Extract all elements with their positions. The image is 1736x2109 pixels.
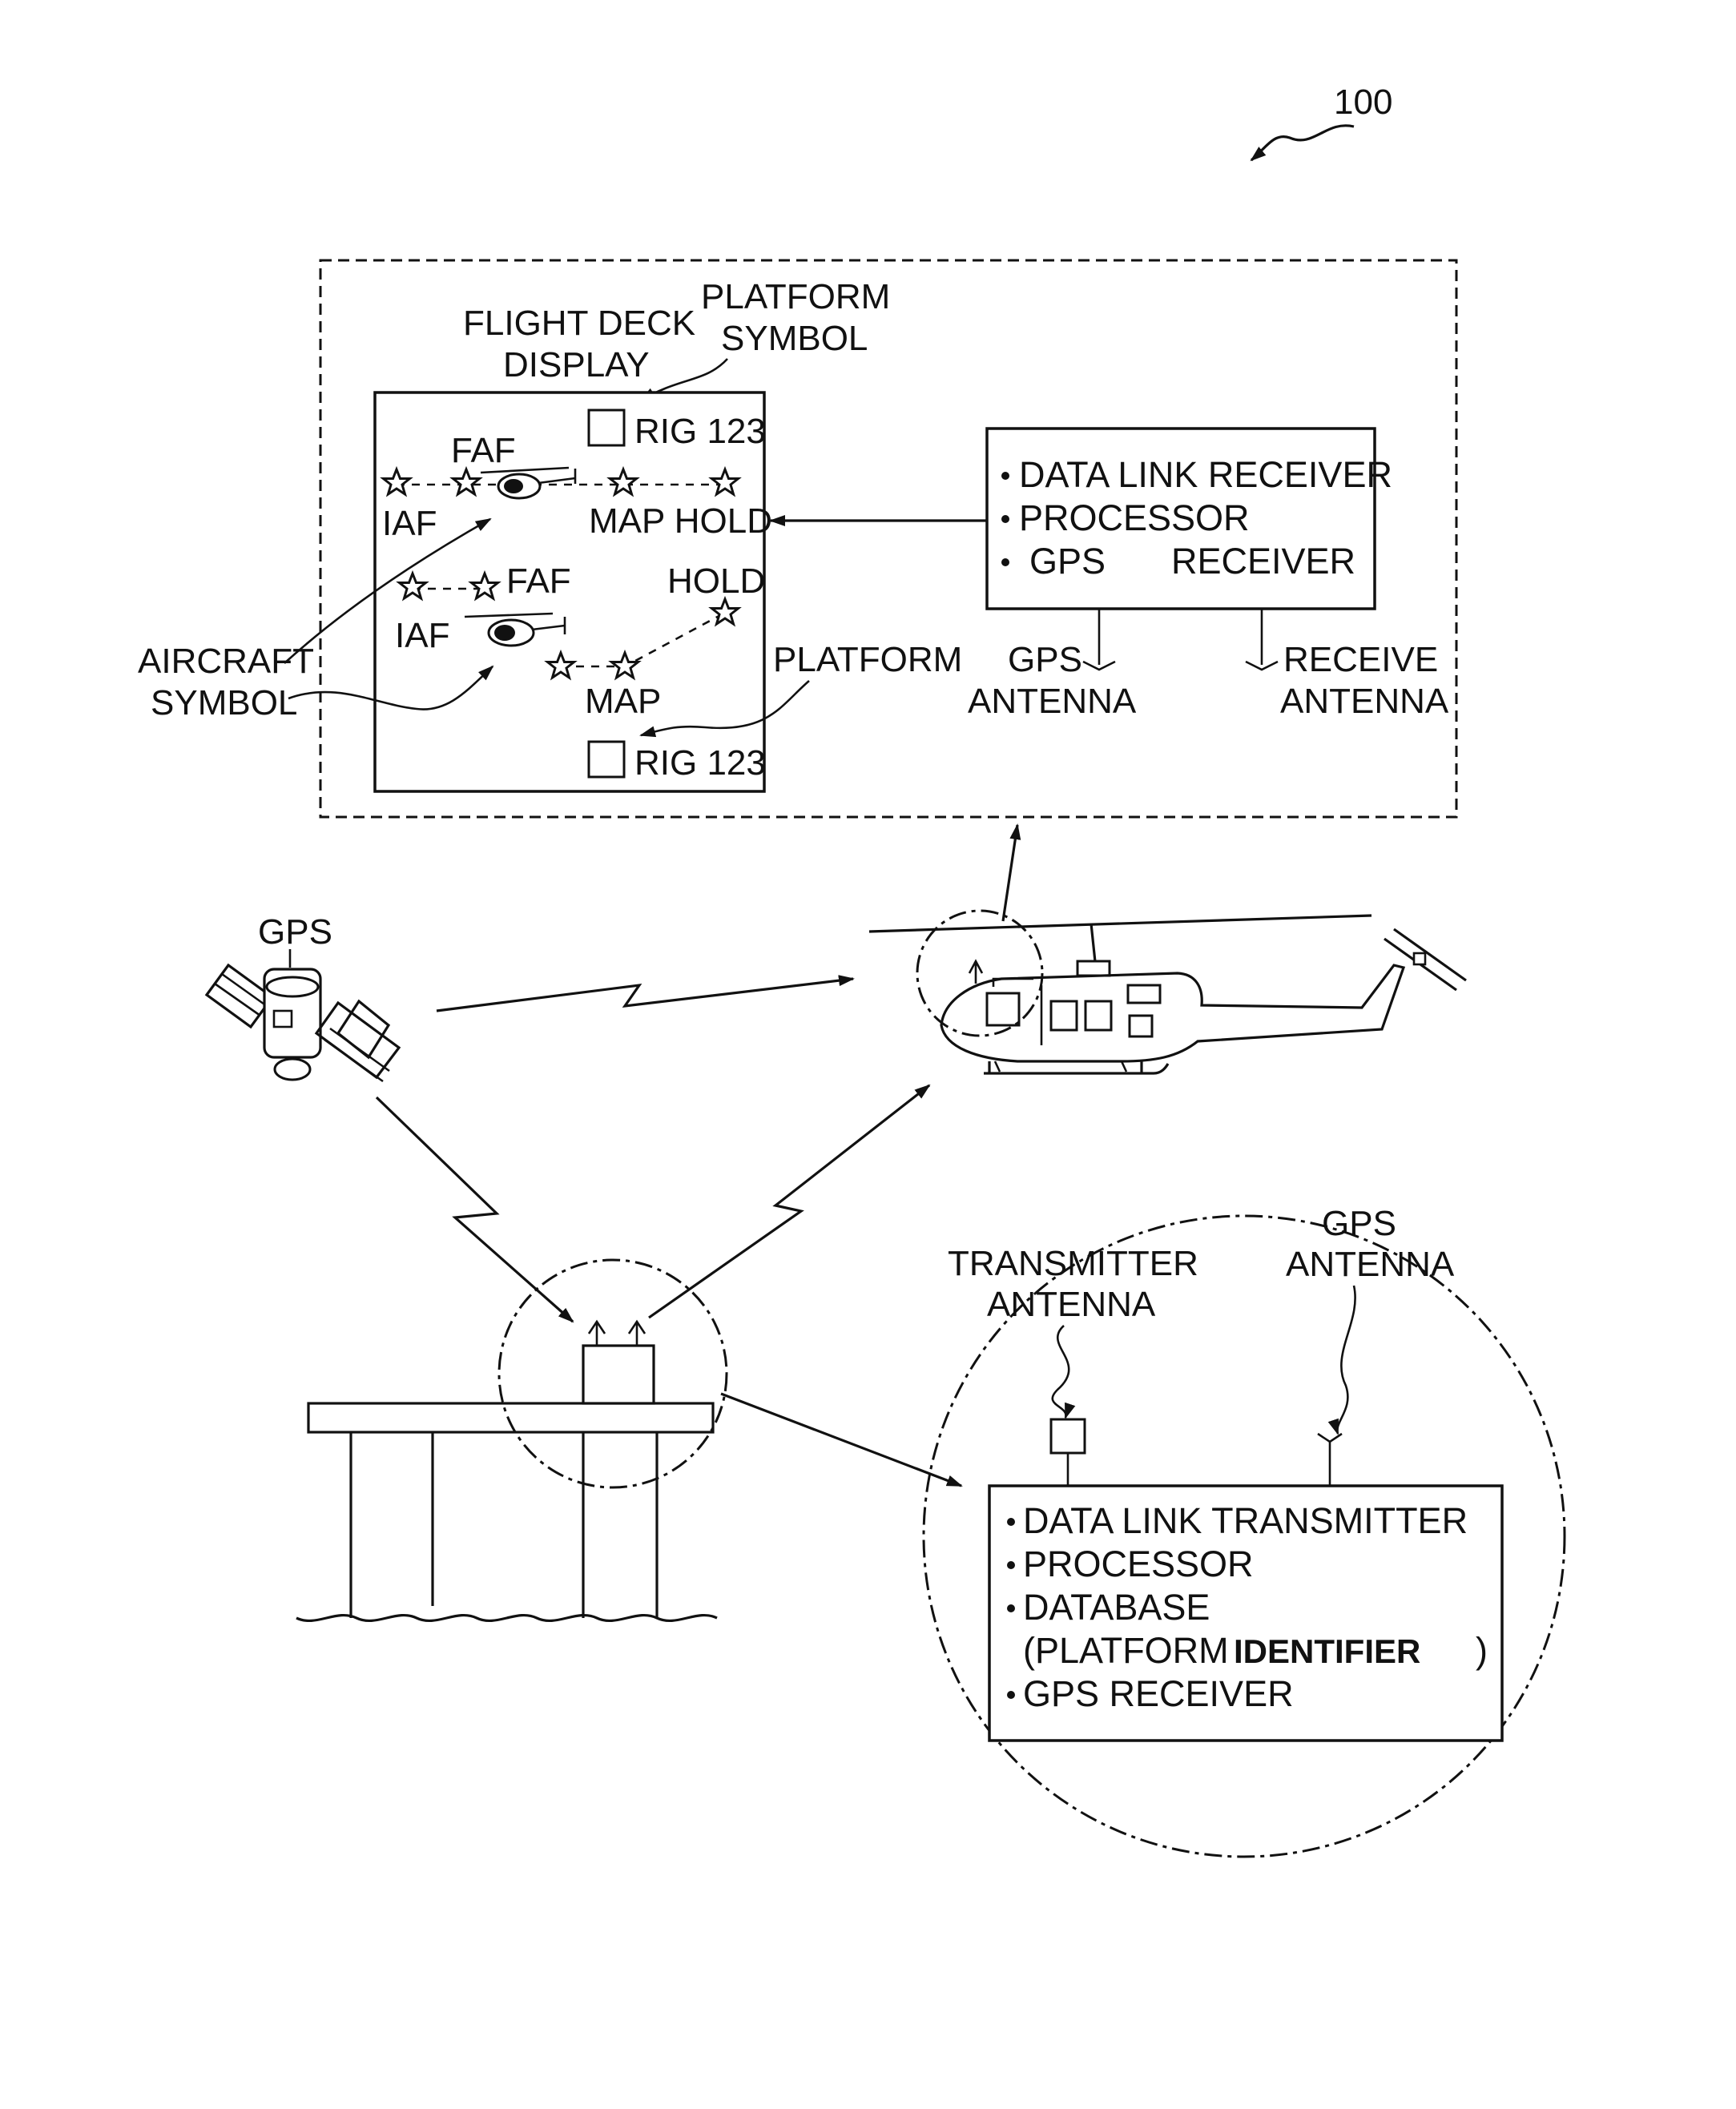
gps-antenna-aircraft-label-line2: ANTENNA <box>968 682 1137 721</box>
gps-antenna-platform-leader <box>1337 1286 1355 1434</box>
faf-label-bottom: FAF <box>506 561 571 601</box>
gps-antenna-platform-label-line1: GPS <box>1322 1204 1396 1243</box>
gps-satellite-icon <box>207 965 399 1081</box>
map-label-bottom: MAP <box>585 682 661 721</box>
helicopter-to-enclosure-arrow <box>1003 825 1017 921</box>
platform-symbol-label-line2: SYMBOL <box>721 319 868 358</box>
receive-antenna-label-line2: ANTENNA <box>1280 682 1449 721</box>
rig-label-bottom: RIG 123 <box>634 743 766 783</box>
transmitter-antenna-label-line1: TRANSMITTER <box>948 1244 1198 1283</box>
satellite-to-platform-link <box>377 1097 573 1322</box>
gps-antenna-platform-label-line2: ANTENNA <box>1286 1245 1455 1284</box>
iaf-label-top: IAF <box>382 504 437 543</box>
flight-deck-label-line1: FLIGHT DECK <box>463 304 695 343</box>
iaf-label-bottom: IAF <box>395 616 449 655</box>
platform-symbol-label-line1: PLATFORM <box>701 277 890 316</box>
receiver-item-gps: GPS <box>1029 541 1106 582</box>
transmitter-item-database: DATABASE <box>1023 1587 1210 1628</box>
transmitter-antenna-leader <box>1053 1326 1069 1418</box>
map-hold-label: MAP HOLD <box>589 501 772 541</box>
transmitter-antenna-icon <box>1051 1419 1085 1453</box>
satellite-to-helicopter-link <box>437 979 853 1011</box>
platform-label: PLATFORM <box>773 640 962 679</box>
transmitter-item-processor: PROCESSOR <box>1023 1544 1254 1584</box>
transmitter-item-platform: (PLATFORM <box>1023 1630 1229 1671</box>
offshore-platform-icon <box>296 1322 717 1620</box>
platform-to-helicopter-link <box>649 1085 929 1318</box>
receiver-item-data-link: DATA LINK RECEIVER <box>1019 454 1392 495</box>
transmitter-antenna-label-line2: ANTENNA <box>987 1285 1156 1324</box>
aircraft-symbol-label-line2: SYMBOL <box>151 683 297 722</box>
platform-symbol-top <box>589 410 624 445</box>
helicopter-antenna-callout <box>917 911 1042 1036</box>
helicopter-icon <box>869 916 1466 1073</box>
transmitter-item-paren: ) <box>1476 1630 1488 1671</box>
platform-symbol-bottom <box>589 742 624 777</box>
transmitter-item-data-link: DATA LINK TRANSMITTER <box>1023 1500 1468 1541</box>
helicopter-antenna-icon <box>969 961 982 984</box>
reference-numeral: 100 <box>1334 83 1392 122</box>
platform-to-transmitter-arrow <box>721 1394 961 1486</box>
transmitter-item-gps-receiver: GPS RECEIVER <box>1023 1673 1294 1714</box>
receive-antenna-label-line1: RECEIVE <box>1283 640 1438 679</box>
reference-leader-arrow <box>1251 126 1354 160</box>
receiver-item-processor: PROCESSOR <box>1019 497 1250 538</box>
gps-antenna-platform-icon <box>1318 1434 1342 1442</box>
receiver-item-receiver: RECEIVER <box>1171 541 1355 582</box>
gps-satellite-label: GPS <box>258 912 332 952</box>
gps-antenna-aircraft-label-line1: GPS <box>1008 640 1082 679</box>
flight-deck-label-line2: DISPLAY <box>503 345 650 384</box>
faf-label-top: FAF <box>451 431 516 470</box>
hold-label-bottom: HOLD <box>667 561 765 601</box>
rig-label-top: RIG 123 <box>634 412 766 451</box>
transmitter-item-identifier: IDENTIFIER <box>1234 1632 1420 1670</box>
